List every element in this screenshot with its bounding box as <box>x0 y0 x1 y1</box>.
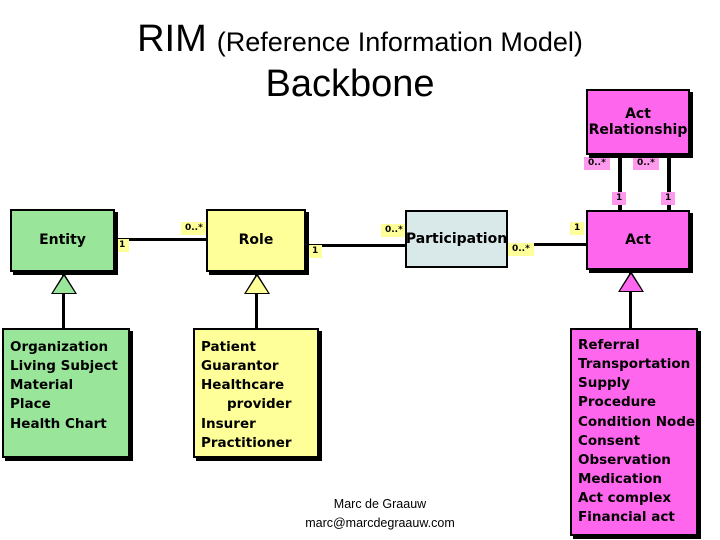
generalization-arrow-entity <box>53 276 75 293</box>
multiplicity-actrel-source-bottom: 1 <box>612 192 627 205</box>
class-label-entity: Entity <box>39 232 86 249</box>
assoc-line-participation-act <box>506 243 588 246</box>
list-item: Organization <box>10 339 109 355</box>
class-box-entity[interactable]: Entity <box>10 209 115 272</box>
multiplicity-role-participation-left: 1 <box>308 245 323 258</box>
subtype-list-act[interactable]: Referral Transportation Supply Procedure… <box>570 328 698 536</box>
author-credit: Marc de Graauw marc@marcdegraauw.com <box>280 495 480 533</box>
list-item: Observation <box>578 451 671 468</box>
multiplicity-entity-role-left: 1 <box>115 239 130 252</box>
multiplicity-actrel-target-top: 0..* <box>633 157 659 170</box>
class-label-act: Act <box>625 231 651 248</box>
list-item: Financial act <box>578 509 675 526</box>
diagram-title: RIM (Reference Information Model) <box>0 18 720 61</box>
class-box-act[interactable]: Act <box>586 210 690 270</box>
class-label-participation: Participation <box>405 230 508 247</box>
list-item: Transportation <box>578 356 691 373</box>
list-item: Place <box>10 396 51 413</box>
title-backbone: Backbone <box>265 63 435 105</box>
title-expansion: (Reference Information Model) <box>216 27 583 57</box>
gen-line-act <box>629 270 632 328</box>
title-rim: RIM <box>137 18 207 60</box>
gen-line-entity <box>62 272 65 330</box>
list-item: Practitioner <box>201 434 292 451</box>
generalization-arrow-role <box>246 276 268 293</box>
multiplicity-role-participation-right: 0..* <box>381 224 407 237</box>
assoc-line-actrel-target <box>667 153 671 213</box>
generalization-arrow-act <box>620 274 642 291</box>
multiplicity-participation-act-right: 1 <box>570 222 585 235</box>
list-item: Procedure <box>578 394 657 411</box>
list-item: provider <box>227 396 292 413</box>
list-item: Referral <box>578 337 640 353</box>
class-box-act-relationship[interactable]: Act Relationship <box>586 89 690 155</box>
class-label-role: Role <box>238 232 274 249</box>
class-label-act-relationship-line1: Act <box>625 105 651 122</box>
list-item: Health Chart <box>10 415 107 432</box>
list-item: Living Subject <box>10 358 118 375</box>
list-item: Supply <box>578 375 631 392</box>
list-item: Patient <box>201 339 256 355</box>
gen-line-role <box>255 272 258 328</box>
class-label-act-relationship-line2: Relationship <box>588 122 688 138</box>
subtype-list-role[interactable]: Patient Guarantor Healthcare provider In… <box>193 328 319 458</box>
multiplicity-actrel-source-top: 0..* <box>584 157 610 170</box>
multiplicity-participation-act-left: 0..* <box>508 243 534 256</box>
list-item: Act complex <box>578 490 672 507</box>
assoc-line-actrel-source <box>618 153 622 213</box>
list-item: Guarantor <box>201 358 279 375</box>
multiplicity-entity-role-right: 0..* <box>181 222 207 235</box>
list-item: Medication <box>578 471 662 488</box>
class-box-role[interactable]: Role <box>206 209 306 272</box>
author-email: marc@marcdegraauw.com <box>305 515 455 530</box>
assoc-line-role-participation <box>304 244 407 247</box>
assoc-line-entity-role <box>113 238 208 241</box>
list-item: Consent <box>578 432 641 449</box>
list-item: Insurer <box>201 415 256 432</box>
list-item: Condition Node <box>578 413 696 430</box>
list-item: Healthcare <box>201 377 285 394</box>
subtype-list-entity[interactable]: Organization Living Subject Material Pla… <box>2 328 130 458</box>
class-box-participation[interactable]: Participation <box>405 210 508 268</box>
multiplicity-actrel-target-bottom: 1 <box>661 192 676 205</box>
author-name: Marc de Graauw <box>333 497 427 511</box>
list-item: Material <box>10 377 74 394</box>
